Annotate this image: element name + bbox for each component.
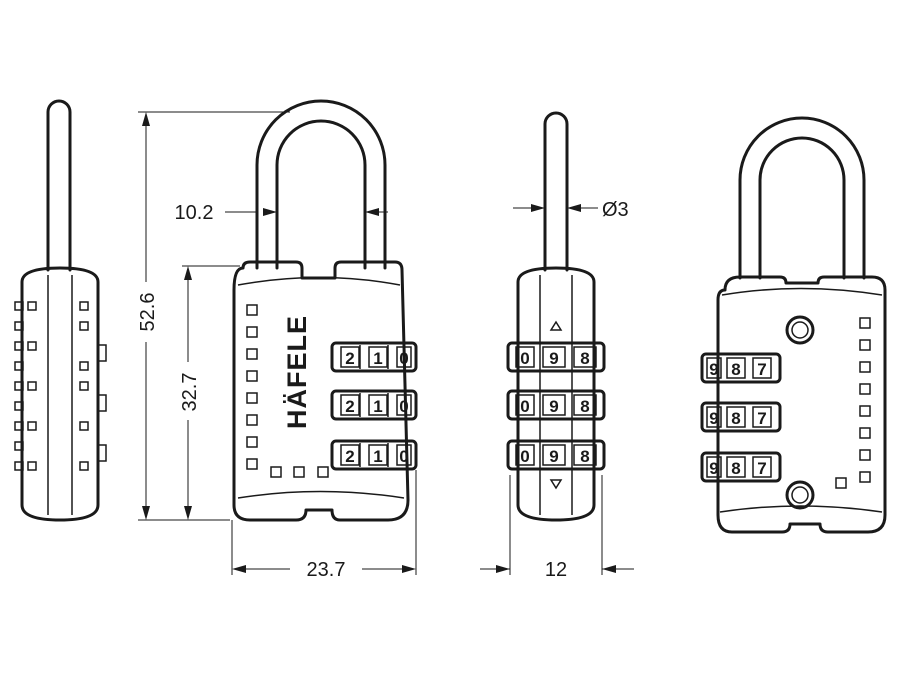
body-height-label: 32.7	[179, 373, 201, 412]
body-width-label: 23.7	[307, 559, 346, 581]
front-dial-digit: 2	[345, 447, 354, 466]
back-dial-digit: 7	[757, 459, 766, 478]
side-dial-top: 0 9 8	[506, 341, 606, 373]
back-dial-top: 9 8 7	[700, 352, 782, 384]
back-dial-digit: 8	[731, 360, 740, 379]
dimension-total-height: 52.6	[130, 111, 290, 521]
side-dial-digit: 0	[520, 447, 529, 466]
front-shackle-outer	[255, 99, 387, 270]
front-dial-middle: 2 1 0	[330, 389, 418, 421]
front-body-top-curve	[237, 276, 401, 286]
total-height-label: 52.6	[137, 293, 159, 332]
side-view: 0 9 8 0 9 8 0 9 8	[506, 111, 606, 522]
back-shackle-outer	[738, 116, 866, 280]
front-dial-digit: 0	[399, 397, 408, 416]
side-dial-digit: 8	[580, 447, 589, 466]
dimension-shackle-diameter: Ø3	[513, 199, 629, 221]
shackle-diameter-label: Ø3	[602, 199, 629, 221]
front-dial-top: 2 1 0	[330, 341, 418, 373]
front-body	[232, 260, 410, 522]
dimension-body-width: 23.7	[231, 470, 417, 581]
side-dial-middle: 0 9 8	[506, 389, 606, 421]
front-dial-digit: 1	[373, 447, 382, 466]
front-dial-bottom: 2 1 0	[330, 439, 418, 471]
back-dial-digit: 9	[709, 409, 718, 428]
side-dial-digit: 9	[549, 397, 558, 416]
dimension-shackle-width: 10.2	[175, 202, 388, 224]
back-dial-digit: 7	[757, 360, 766, 379]
side-view-arrow-up	[549, 320, 563, 331]
front-dial-digit: 2	[345, 349, 354, 368]
front-body-bottom-curve	[237, 490, 405, 499]
back-body-bottom-curve	[719, 505, 883, 513]
side-dial-bottom: 0 9 8	[506, 439, 606, 471]
front-dial-digit: 0	[399, 349, 408, 368]
side-view-body	[516, 266, 596, 522]
brand-logo: HÄFELE	[282, 315, 312, 429]
side-dial-digit: 0	[520, 397, 529, 416]
left-view-shackle	[46, 99, 72, 272]
side-view-shackle	[543, 111, 569, 272]
front-dial-digit: 1	[373, 397, 382, 416]
back-dial-bottom: 9 8 7	[700, 451, 782, 483]
side-dial-digit: 0	[520, 349, 529, 368]
side-view-arrow-down	[549, 479, 563, 490]
back-screw-top	[785, 315, 815, 345]
dimension-body-depth: 12	[480, 475, 634, 581]
side-dial-digit: 9	[549, 349, 558, 368]
back-shackle-inner	[758, 136, 846, 280]
back-body	[716, 275, 887, 534]
back-dial-digit: 7	[757, 409, 766, 428]
back-dial-digit: 9	[709, 360, 718, 379]
front-shackle-inner	[275, 119, 367, 270]
back-screw-bottom	[785, 480, 815, 510]
front-dial-digit: 1	[373, 349, 382, 368]
front-view: HÄFELE 2 1 0 2 1 0	[232, 99, 418, 522]
back-body-top-curve	[721, 287, 883, 296]
back-dial-middle: 9 8 7	[700, 401, 782, 433]
dimension-body-height: 32.7	[174, 265, 240, 521]
front-dial-digit: 2	[345, 397, 354, 416]
side-dial-digit: 8	[580, 397, 589, 416]
left-view-studs	[14, 301, 107, 471]
back-view: 9 8 7 9 8 7 9 8 7	[700, 116, 887, 534]
shackle-width-label: 10.2	[175, 202, 214, 224]
back-dial-digit: 8	[731, 459, 740, 478]
side-dial-digit: 9	[549, 447, 558, 466]
body-depth-label: 12	[545, 559, 567, 581]
front-dial-digit: 0	[399, 447, 408, 466]
side-dial-digit: 8	[580, 349, 589, 368]
back-dial-digit: 9	[709, 459, 718, 478]
front-indicator-dots	[246, 304, 329, 478]
back-indicator-dots	[835, 317, 871, 489]
back-dial-digit: 8	[731, 409, 740, 428]
left-view-body	[20, 266, 100, 522]
left-edge-view	[14, 99, 107, 522]
